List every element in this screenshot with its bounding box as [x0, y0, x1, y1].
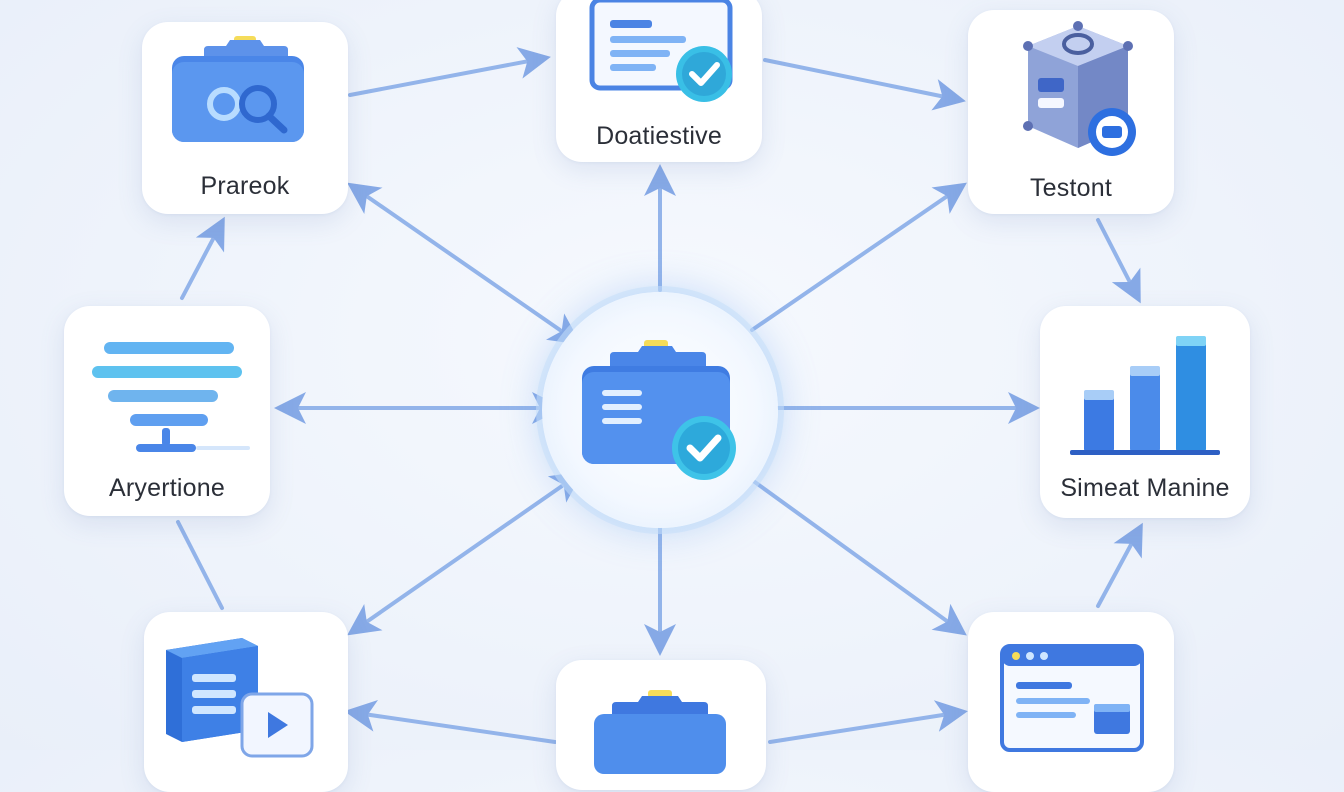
arrow-botcenter-botright — [768, 700, 968, 744]
document-check-icon — [589, 0, 733, 102]
funnel-lines-icon — [92, 342, 250, 452]
arrow-topright-midright — [1096, 218, 1141, 304]
arrow-topcenter-topright — [763, 58, 966, 111]
node-middle-left[interactable]: Aryertione — [64, 306, 270, 516]
folder-icon — [594, 690, 726, 774]
server-play-icon — [166, 638, 314, 758]
node-label: Prareok — [200, 172, 290, 200]
cube-module-icon — [1023, 21, 1136, 156]
line-midleft-botleft — [176, 520, 224, 610]
node-top-center[interactable]: Doatiestive — [556, 0, 762, 162]
arrow-hub-topleft — [347, 182, 582, 345]
arrow-botcenter-botleft — [344, 699, 557, 744]
node-top-left[interactable]: Prareok — [142, 22, 348, 214]
node-label: Aryertione — [109, 474, 225, 502]
connection-arrows — [176, 47, 1143, 744]
node-middle-right[interactable]: Simeat Manine — [1040, 306, 1250, 518]
node-label: Testont — [1029, 174, 1112, 202]
node-bottom-center[interactable] — [556, 660, 766, 790]
node-bottom-left[interactable] — [144, 612, 348, 792]
node-top-right[interactable]: Testont — [968, 10, 1174, 214]
arrow-hub-botleft — [347, 471, 584, 636]
arrow-topleft-topcenter — [348, 47, 551, 97]
browser-window-icon — [1000, 644, 1144, 752]
node-bottom-right[interactable] — [968, 612, 1174, 792]
bar-chart-icon — [1070, 336, 1220, 455]
central-hub[interactable] — [542, 292, 778, 528]
arrow-botright-midright — [1096, 522, 1143, 608]
folder-search-icon — [172, 36, 304, 142]
arrow-hub-topright — [750, 182, 967, 332]
arrow-midleft-topleft — [180, 216, 225, 300]
folder-check-icon — [582, 340, 736, 480]
arrow-hub-botright — [750, 478, 967, 636]
node-label: Simeat Manine — [1060, 474, 1230, 502]
node-label: Doatiestive — [596, 122, 722, 150]
